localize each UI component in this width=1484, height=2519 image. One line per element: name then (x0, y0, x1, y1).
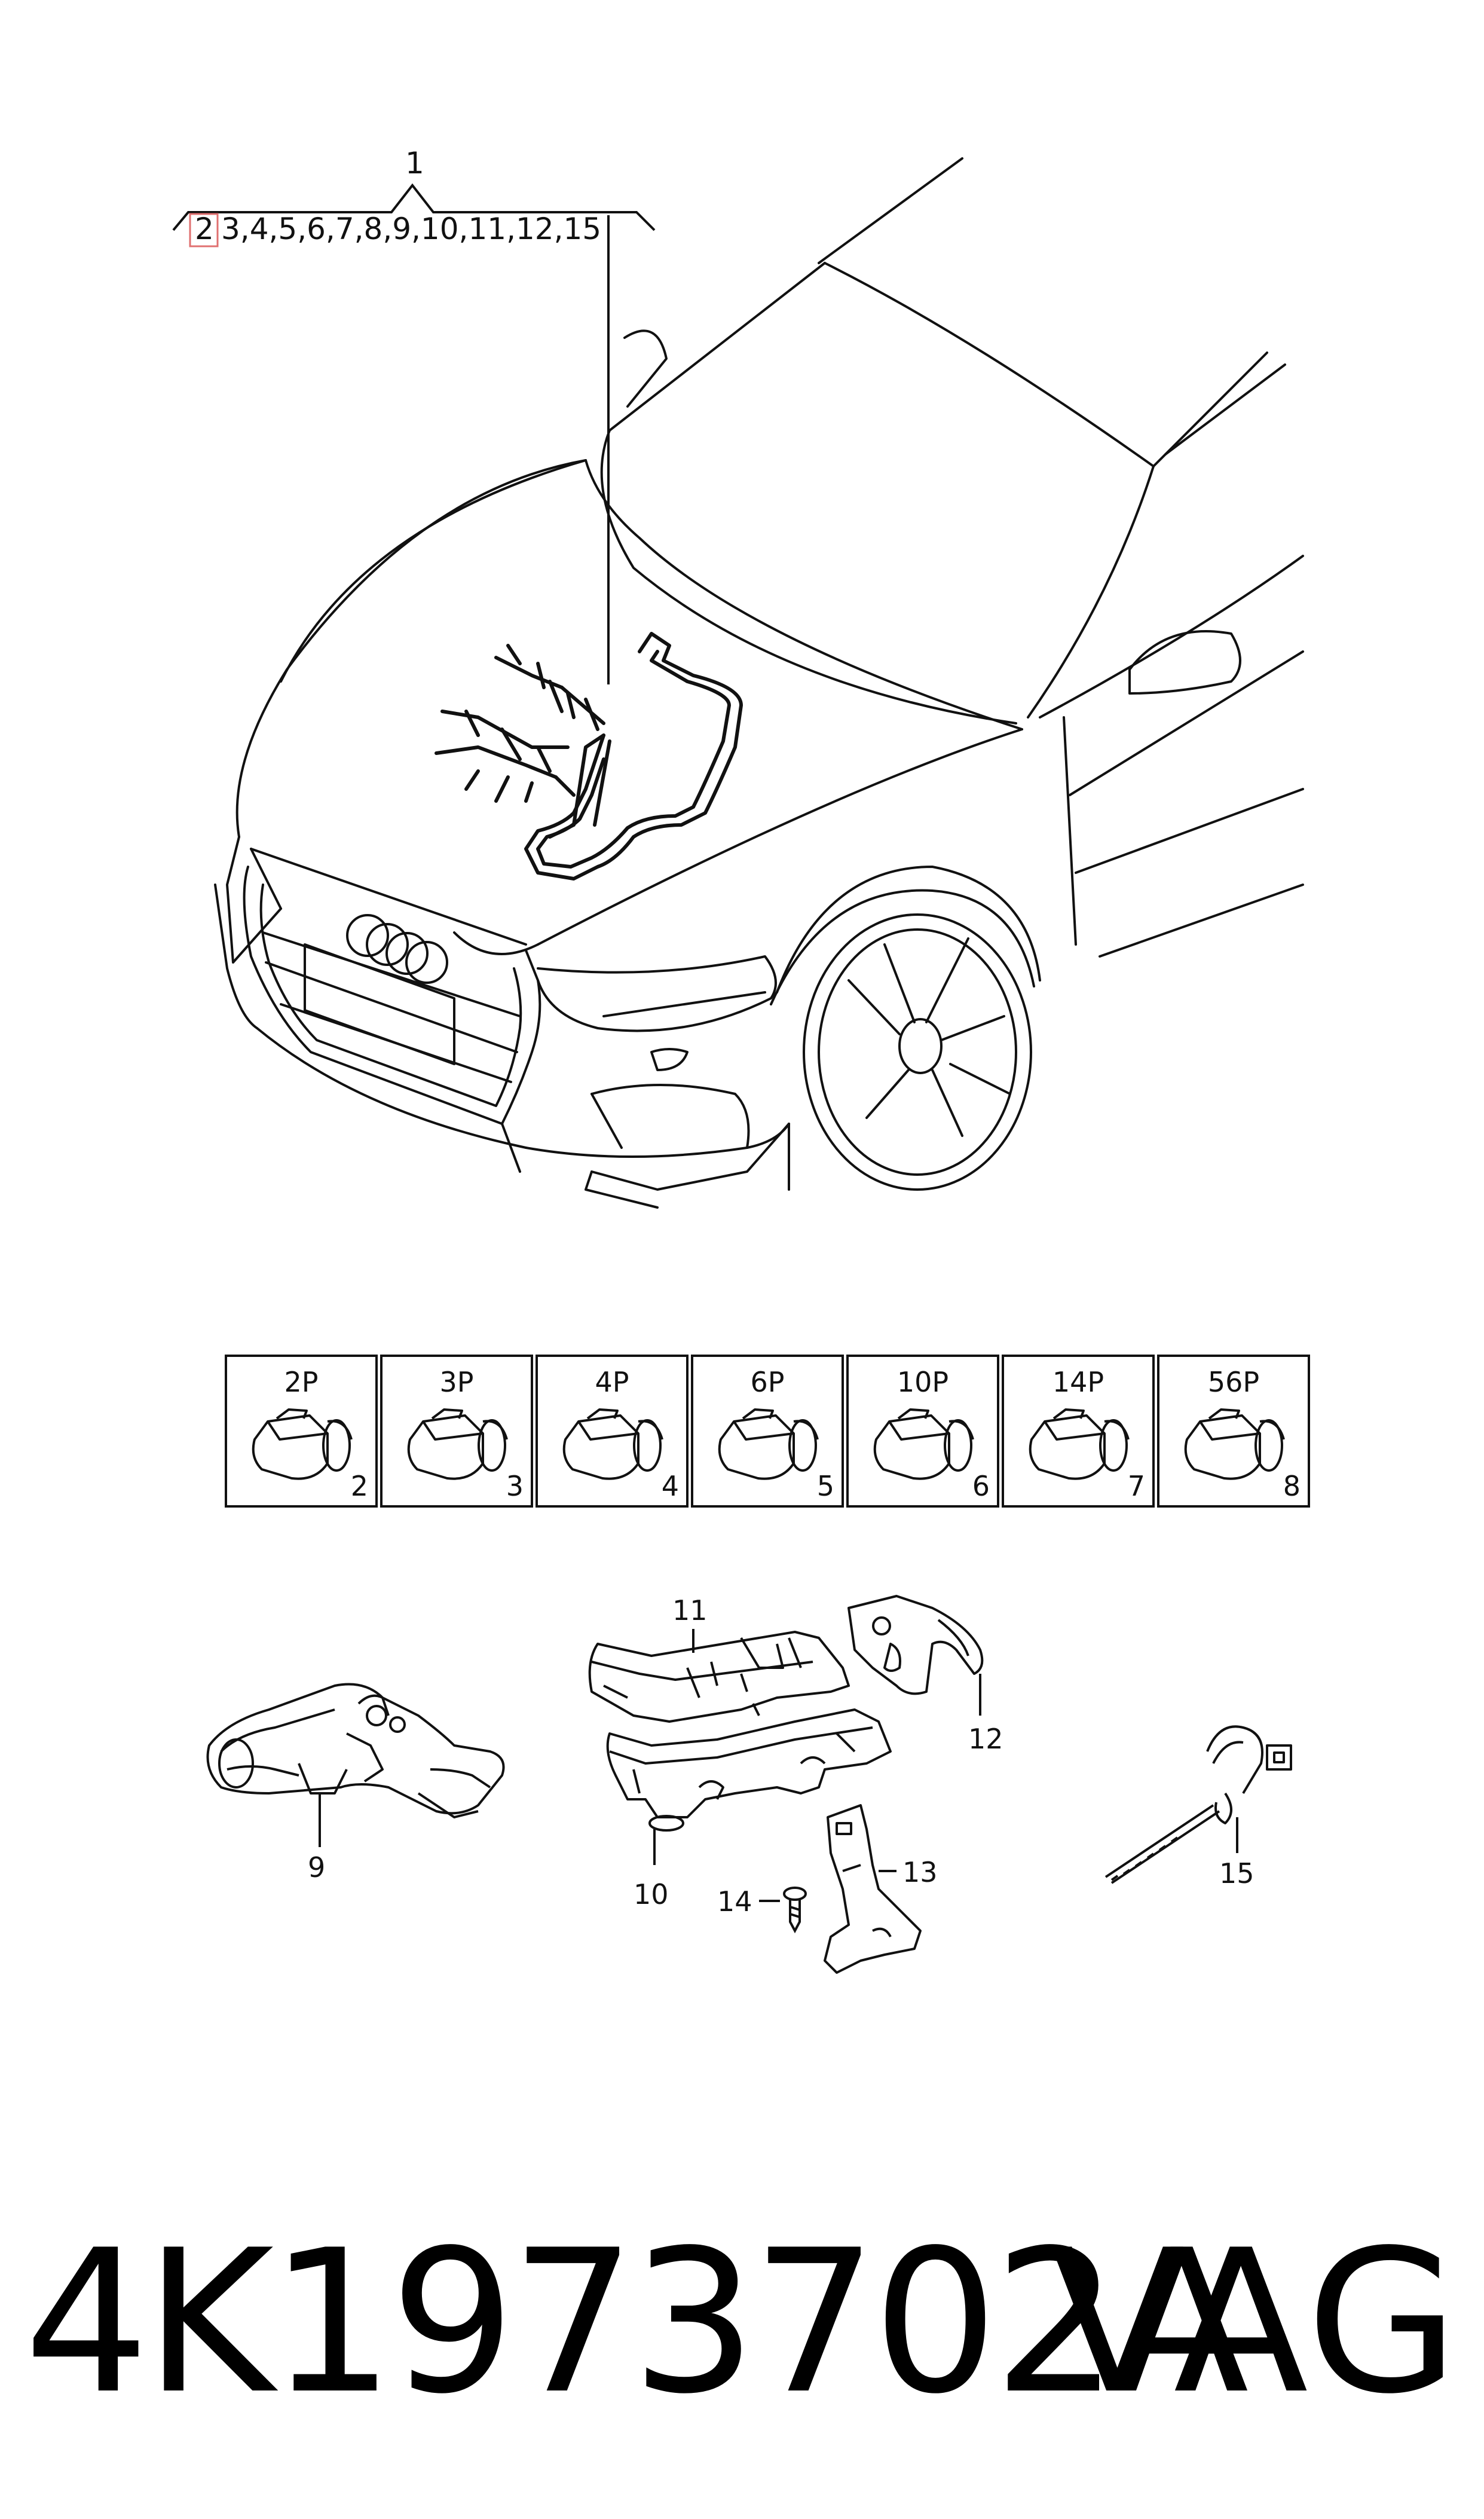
part-number: 4K1973702A (24, 2208, 1249, 2437)
part-bracket-10 (606, 1708, 892, 1865)
connector-icon (1029, 1408, 1130, 1480)
connector-icon (1184, 1408, 1285, 1480)
label-item-11: 11 (672, 1594, 708, 1627)
part-duct-9 (206, 1683, 505, 1847)
connector-pins-label: 56P (1208, 1366, 1259, 1398)
connector-item-number: 6 (972, 1470, 990, 1502)
connector-item-number: 3 (506, 1470, 524, 1502)
label-item-14: 14 (717, 1885, 752, 1918)
part-strap-13 (824, 1804, 922, 1974)
connector-item-number: 2 (351, 1470, 368, 1502)
connector-cell-6: 10P 6 (846, 1355, 999, 1508)
brand-name: VAG (1049, 2208, 1460, 2437)
connector-icon (252, 1408, 353, 1480)
callout-bracket (172, 183, 656, 684)
connector-icon (718, 1408, 819, 1480)
highlight-box (189, 213, 219, 247)
connector-cell-8: 56P 8 (1157, 1355, 1310, 1508)
connector-icon (407, 1408, 508, 1480)
connector-item-number: 4 (662, 1470, 679, 1502)
part-screw-14 (759, 1887, 807, 1934)
connector-pins-label: 3P (439, 1366, 473, 1398)
callout-main-number: 1 (405, 146, 424, 181)
connector-table: 2P 2 3P 3 4P 4 6P 5 10P 6 14P 7 56P 8 (225, 1355, 1310, 1508)
connector-pins-label: 2P (284, 1366, 318, 1398)
connector-item-number: 8 (1283, 1470, 1301, 1502)
connector-cell-5: 6P 5 (691, 1355, 844, 1508)
connector-cell-3: 3P 3 (380, 1355, 533, 1508)
part-cover-12 (847, 1595, 984, 1716)
connector-cell-4: 4P 4 (536, 1355, 689, 1508)
connector-pins-label: 10P (897, 1366, 948, 1398)
connector-icon (562, 1408, 663, 1480)
part-bracket-11 (588, 1629, 850, 1723)
connector-item-number: 5 (817, 1470, 834, 1502)
part-cable-tie-15 (1104, 1725, 1292, 1884)
connector-cell-7: 14P 7 (1002, 1355, 1155, 1508)
label-item-13: 13 (902, 1856, 938, 1888)
label-item-12: 12 (968, 1723, 1003, 1755)
callout-highlighted-item: 2 (195, 212, 214, 246)
parts-diagram: 1 2 3,4,5,6,7,8,9,10,11,12,15 (172, 146, 1310, 1974)
label-item-10: 10 (634, 1878, 669, 1910)
car-illustration (214, 157, 1304, 1209)
connector-icon (873, 1408, 974, 1480)
wiring-harness (435, 632, 743, 881)
connector-item-number: 7 (1128, 1470, 1145, 1502)
label-item-15: 15 (1219, 1857, 1254, 1890)
label-item-9: 9 (308, 1851, 325, 1884)
connector-cell-2: 2P 2 (225, 1355, 378, 1508)
connector-pins-label: 6P (750, 1366, 784, 1398)
connector-pins-label: 4P (595, 1366, 629, 1398)
connector-pins-label: 14P (1052, 1366, 1104, 1398)
callout-item-list: 3,4,5,6,7,8,9,10,11,12,15 (221, 212, 601, 246)
